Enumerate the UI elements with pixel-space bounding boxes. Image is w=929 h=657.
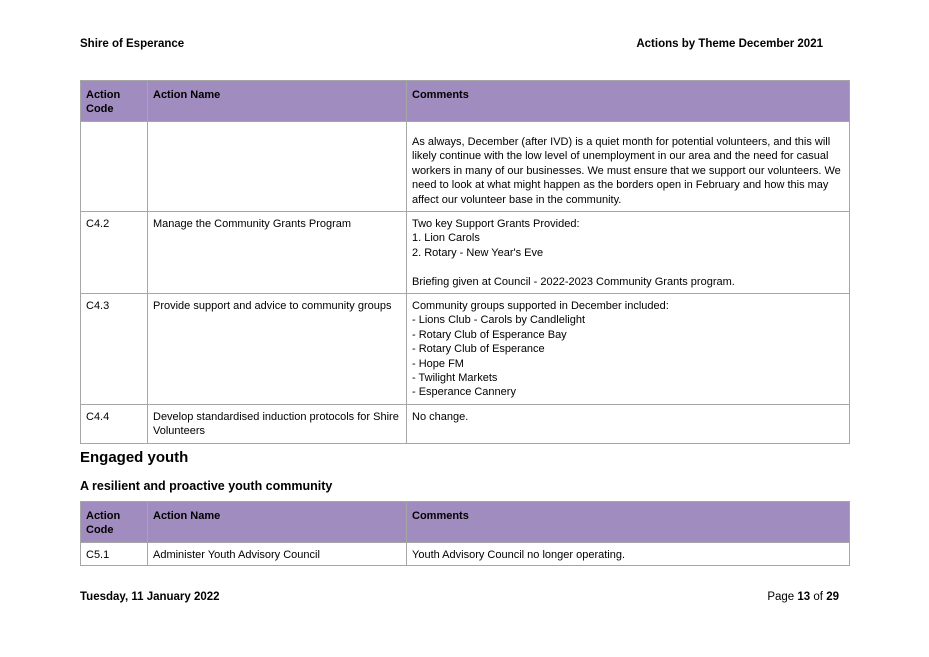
comment-line: - Rotary Club of Esperance	[412, 343, 545, 356]
table-row: C4.2 Manage the Community Grants Program…	[80, 211, 850, 294]
footer-date: Tuesday, 11 January 2022	[80, 591, 220, 603]
organisation-name: Shire of Esperance	[80, 38, 185, 50]
comment-line: - Hope FM	[412, 357, 464, 370]
page-label: Page	[767, 591, 795, 603]
section-subheading: A resilient and proactive youth communit…	[80, 479, 333, 493]
table-row: C5.1 Administer Youth Advisory Council Y…	[80, 541, 850, 567]
comment-line: - Twilight Markets	[412, 372, 498, 385]
table-header-row: Action Code Action Name Comments	[80, 501, 850, 543]
comment-line: - Rotary Club of Esperance Bay	[412, 328, 567, 341]
page-number: Page 13 of 29	[767, 591, 839, 603]
page-header: Shire of Esperance Actions by Theme Dece…	[80, 38, 823, 50]
action-name-cell: Provide support and advice to community …	[147, 293, 407, 405]
header-action-name: Action Name	[147, 80, 407, 122]
page-footer: Tuesday, 11 January 2022 Page 13 of 29	[80, 591, 839, 603]
comments-cell: Community groups supported in December i…	[406, 293, 850, 405]
action-code-cell: C4.3	[80, 293, 148, 405]
table-row: C4.3 Provide support and advice to commu…	[80, 293, 850, 405]
action-code-cell: C4.4	[80, 404, 148, 444]
action-code-cell: C5.1	[80, 541, 148, 567]
header-comments: Comments	[406, 80, 850, 122]
comment-line: 2. Rotary - New Year's Eve	[412, 246, 544, 259]
comment-line: Two key Support Grants Provided:	[412, 218, 580, 230]
action-name-cell: Administer Youth Advisory Council	[147, 541, 407, 567]
comments-cell: Youth Advisory Council no longer operati…	[406, 541, 850, 567]
page-current: 13	[797, 591, 811, 603]
comments-cell: No change.	[406, 404, 850, 444]
header-comments: Comments	[406, 501, 850, 543]
comment-line: Community groups supported in December i…	[412, 300, 669, 312]
page-total: 29	[826, 591, 839, 603]
comment-line: 1. Lion Carols	[412, 232, 480, 245]
action-code-cell: C4.2	[80, 211, 148, 294]
action-name-cell	[147, 121, 407, 212]
table-header-row: Action Code Action Name Comments	[80, 80, 850, 122]
action-code-cell	[80, 121, 148, 212]
section-heading: Engaged youth	[80, 449, 189, 466]
document-title: Actions by Theme December 2021	[636, 38, 823, 50]
comments-cell: Two key Support Grants Provided: 1. Lion…	[406, 211, 850, 294]
comment-line: - Lions Club - Carols by Candlelight	[412, 314, 586, 327]
table-row: C4.4 Develop standardised induction prot…	[80, 404, 850, 444]
actions-table-youth: Action Code Action Name Comments C5.1 Ad…	[80, 501, 850, 567]
page-of-label: of	[813, 591, 823, 603]
table-row: As always, December (after IVD) is a qui…	[80, 121, 850, 212]
comment-line: Briefing given at Council - 2022-2023 Co…	[412, 275, 735, 288]
actions-table-volunteers: Action Code Action Name Comments As alwa…	[80, 80, 850, 444]
comment-line: - Esperance Cannery	[412, 386, 516, 399]
comments-cell: As always, December (after IVD) is a qui…	[406, 121, 850, 212]
header-action-name: Action Name	[147, 501, 407, 543]
comment-spacer	[412, 260, 844, 274]
action-name-cell: Develop standardised induction protocols…	[147, 404, 407, 444]
header-action-code: Action Code	[80, 80, 148, 122]
header-action-code: Action Code	[80, 501, 148, 543]
action-name-cell: Manage the Community Grants Program	[147, 211, 407, 294]
